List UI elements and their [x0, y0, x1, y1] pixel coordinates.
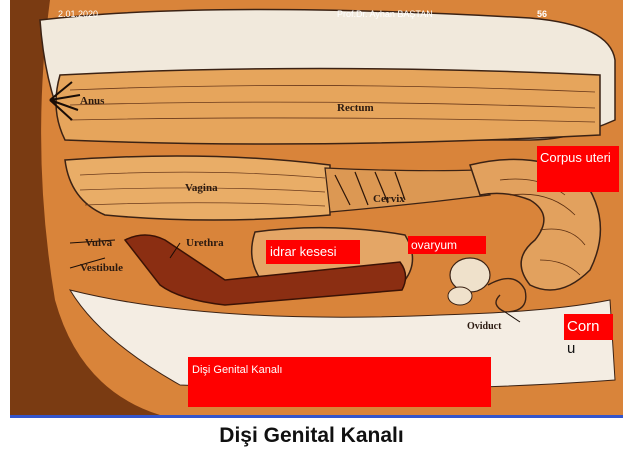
label-vagina: Vagina — [185, 182, 218, 194]
slide-page-number: 56 — [537, 9, 547, 19]
overlay-corn: Corn — [564, 314, 613, 340]
anatomy-drawing — [10, 0, 623, 415]
label-oviduct: Oviduct — [467, 321, 501, 332]
label-vestibule: Vestibule — [80, 262, 123, 274]
overlay-corpus-uteri: Corpus uteri — [537, 146, 619, 192]
anatomy-illustration: 2.01.2020 Prof.Dr. Ayhan BAŞTAN 56 Anus … — [10, 0, 623, 415]
slide-title: Dişi Genital Kanalı — [0, 424, 623, 448]
slide-date: 2.01.2020 — [58, 9, 98, 19]
slide-author: Prof.Dr. Ayhan BAŞTAN — [337, 9, 433, 19]
overlay-idrar-kesesi: idrar kesesi — [266, 240, 360, 264]
label-vulva: Vulva — [85, 237, 112, 249]
overlay-disi-genital-kanali: Dişi Genital Kanalı — [188, 357, 491, 407]
rectum-shape — [56, 69, 600, 145]
ovary-shape — [450, 258, 490, 292]
label-urethra: Urethra — [186, 237, 224, 249]
ovary-follicle-shape — [448, 287, 472, 305]
label-anus: Anus — [80, 95, 104, 107]
overlay-corn-suffix: u — [567, 340, 575, 357]
overlay-ovaryum: ovaryum — [408, 236, 486, 254]
label-rectum: Rectum — [337, 102, 374, 114]
divider-line — [10, 415, 623, 418]
cervix-shape — [325, 168, 490, 212]
label-cervix: Cervix — [373, 193, 405, 205]
oviduct-shape — [488, 279, 526, 312]
